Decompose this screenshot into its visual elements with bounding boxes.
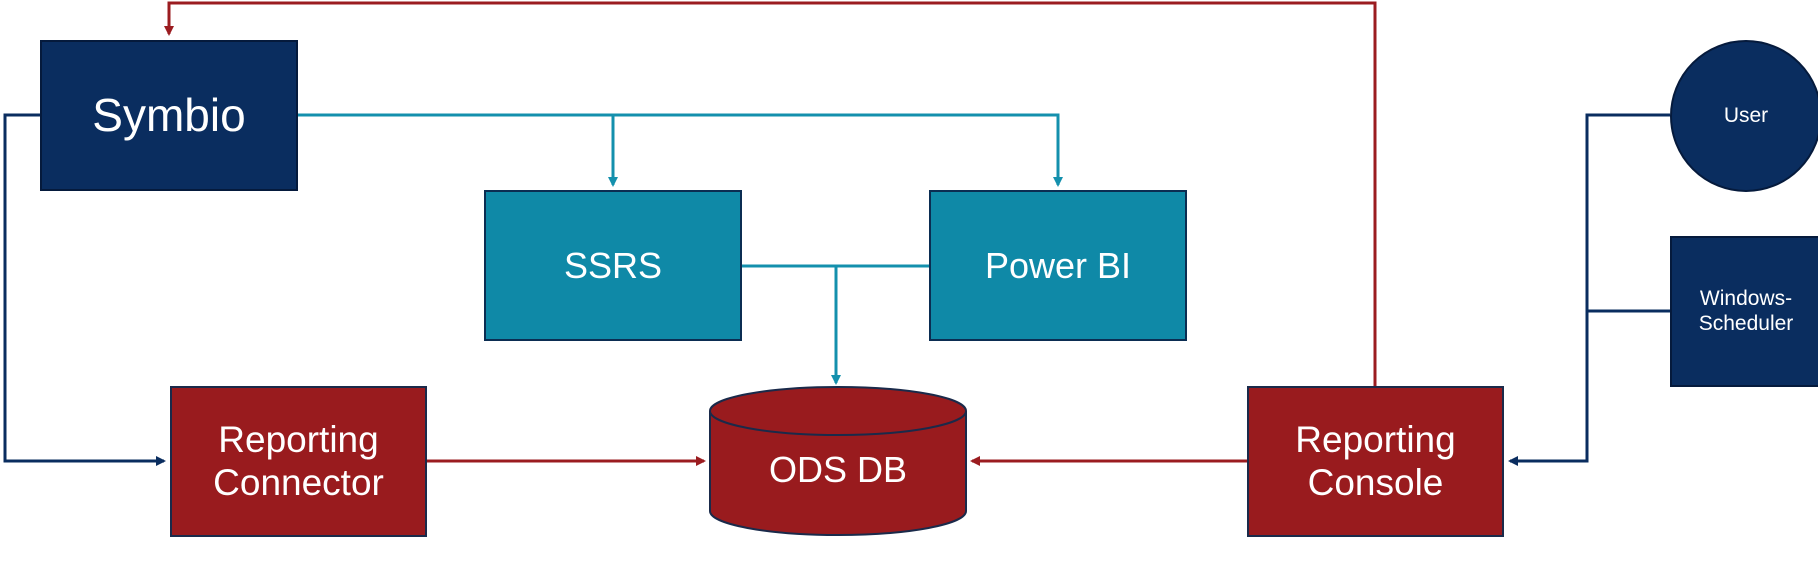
connector-symbio-to-ssrs bbox=[298, 113, 618, 187]
ssrs-box: SSRS bbox=[484, 190, 742, 341]
power-bi-box: Power BI bbox=[929, 190, 1187, 341]
connector-user-to-console bbox=[1508, 113, 1670, 466]
reporting-connector-box: Reporting Connector bbox=[170, 386, 427, 537]
ods-db-cylinder bbox=[709, 386, 967, 536]
connector-console-to-symbio bbox=[164, 1, 1377, 386]
user-circle: User bbox=[1670, 40, 1818, 192]
connector-symbio-to-reporting-connector bbox=[3, 113, 166, 466]
connector-symbio-to-powerbi bbox=[613, 113, 1063, 187]
reporting-console-box: Reporting Console bbox=[1247, 386, 1504, 537]
symbio-box: Symbio bbox=[40, 40, 298, 191]
windows-scheduler-box: Windows- Scheduler bbox=[1670, 236, 1818, 387]
ods-db-label: ODS DB bbox=[768, 449, 908, 490]
